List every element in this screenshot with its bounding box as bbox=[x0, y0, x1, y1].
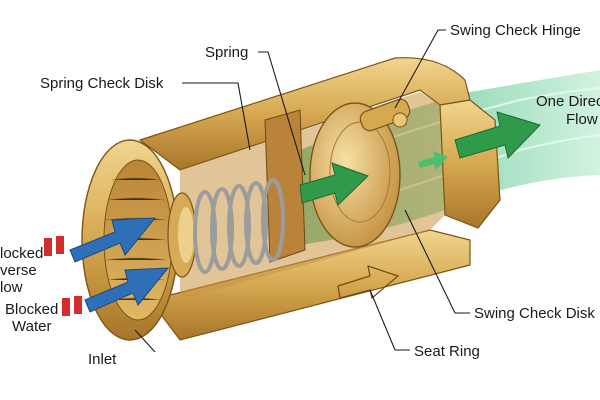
label-spring: Spring bbox=[205, 44, 248, 61]
flow-arrows bbox=[299, 111, 541, 300]
spring-coil bbox=[193, 178, 285, 274]
label-blocked-water-1: Blocked bbox=[5, 301, 58, 318]
label-blocked-reverse-1: locked bbox=[0, 245, 43, 262]
label-blocked-reverse-3: low bbox=[0, 279, 23, 296]
spring-check-disk bbox=[167, 192, 197, 278]
label-blocked-water-2: Water bbox=[12, 318, 51, 335]
label-blocked-reverse-2: verse bbox=[0, 262, 37, 279]
label-swing-check-hinge: Swing Check Hinge bbox=[450, 22, 581, 39]
label-spring-check-disk: Spring Check Disk bbox=[40, 75, 164, 92]
inlet-arrows bbox=[69, 217, 170, 313]
label-one-direction-flow-1: One Direc bbox=[536, 93, 600, 110]
blocked-markers bbox=[44, 236, 82, 316]
label-one-direction-flow-2: Flow bbox=[566, 111, 598, 128]
valve-body bbox=[81, 57, 501, 341]
leader-lines bbox=[134, 29, 470, 353]
label-inlet: Inlet bbox=[88, 351, 117, 368]
label-swing-check-disk: Swing Check Disk bbox=[474, 305, 595, 322]
label-seat-ring: Seat Ring bbox=[414, 343, 480, 360]
swing-check-hinge bbox=[359, 98, 411, 132]
